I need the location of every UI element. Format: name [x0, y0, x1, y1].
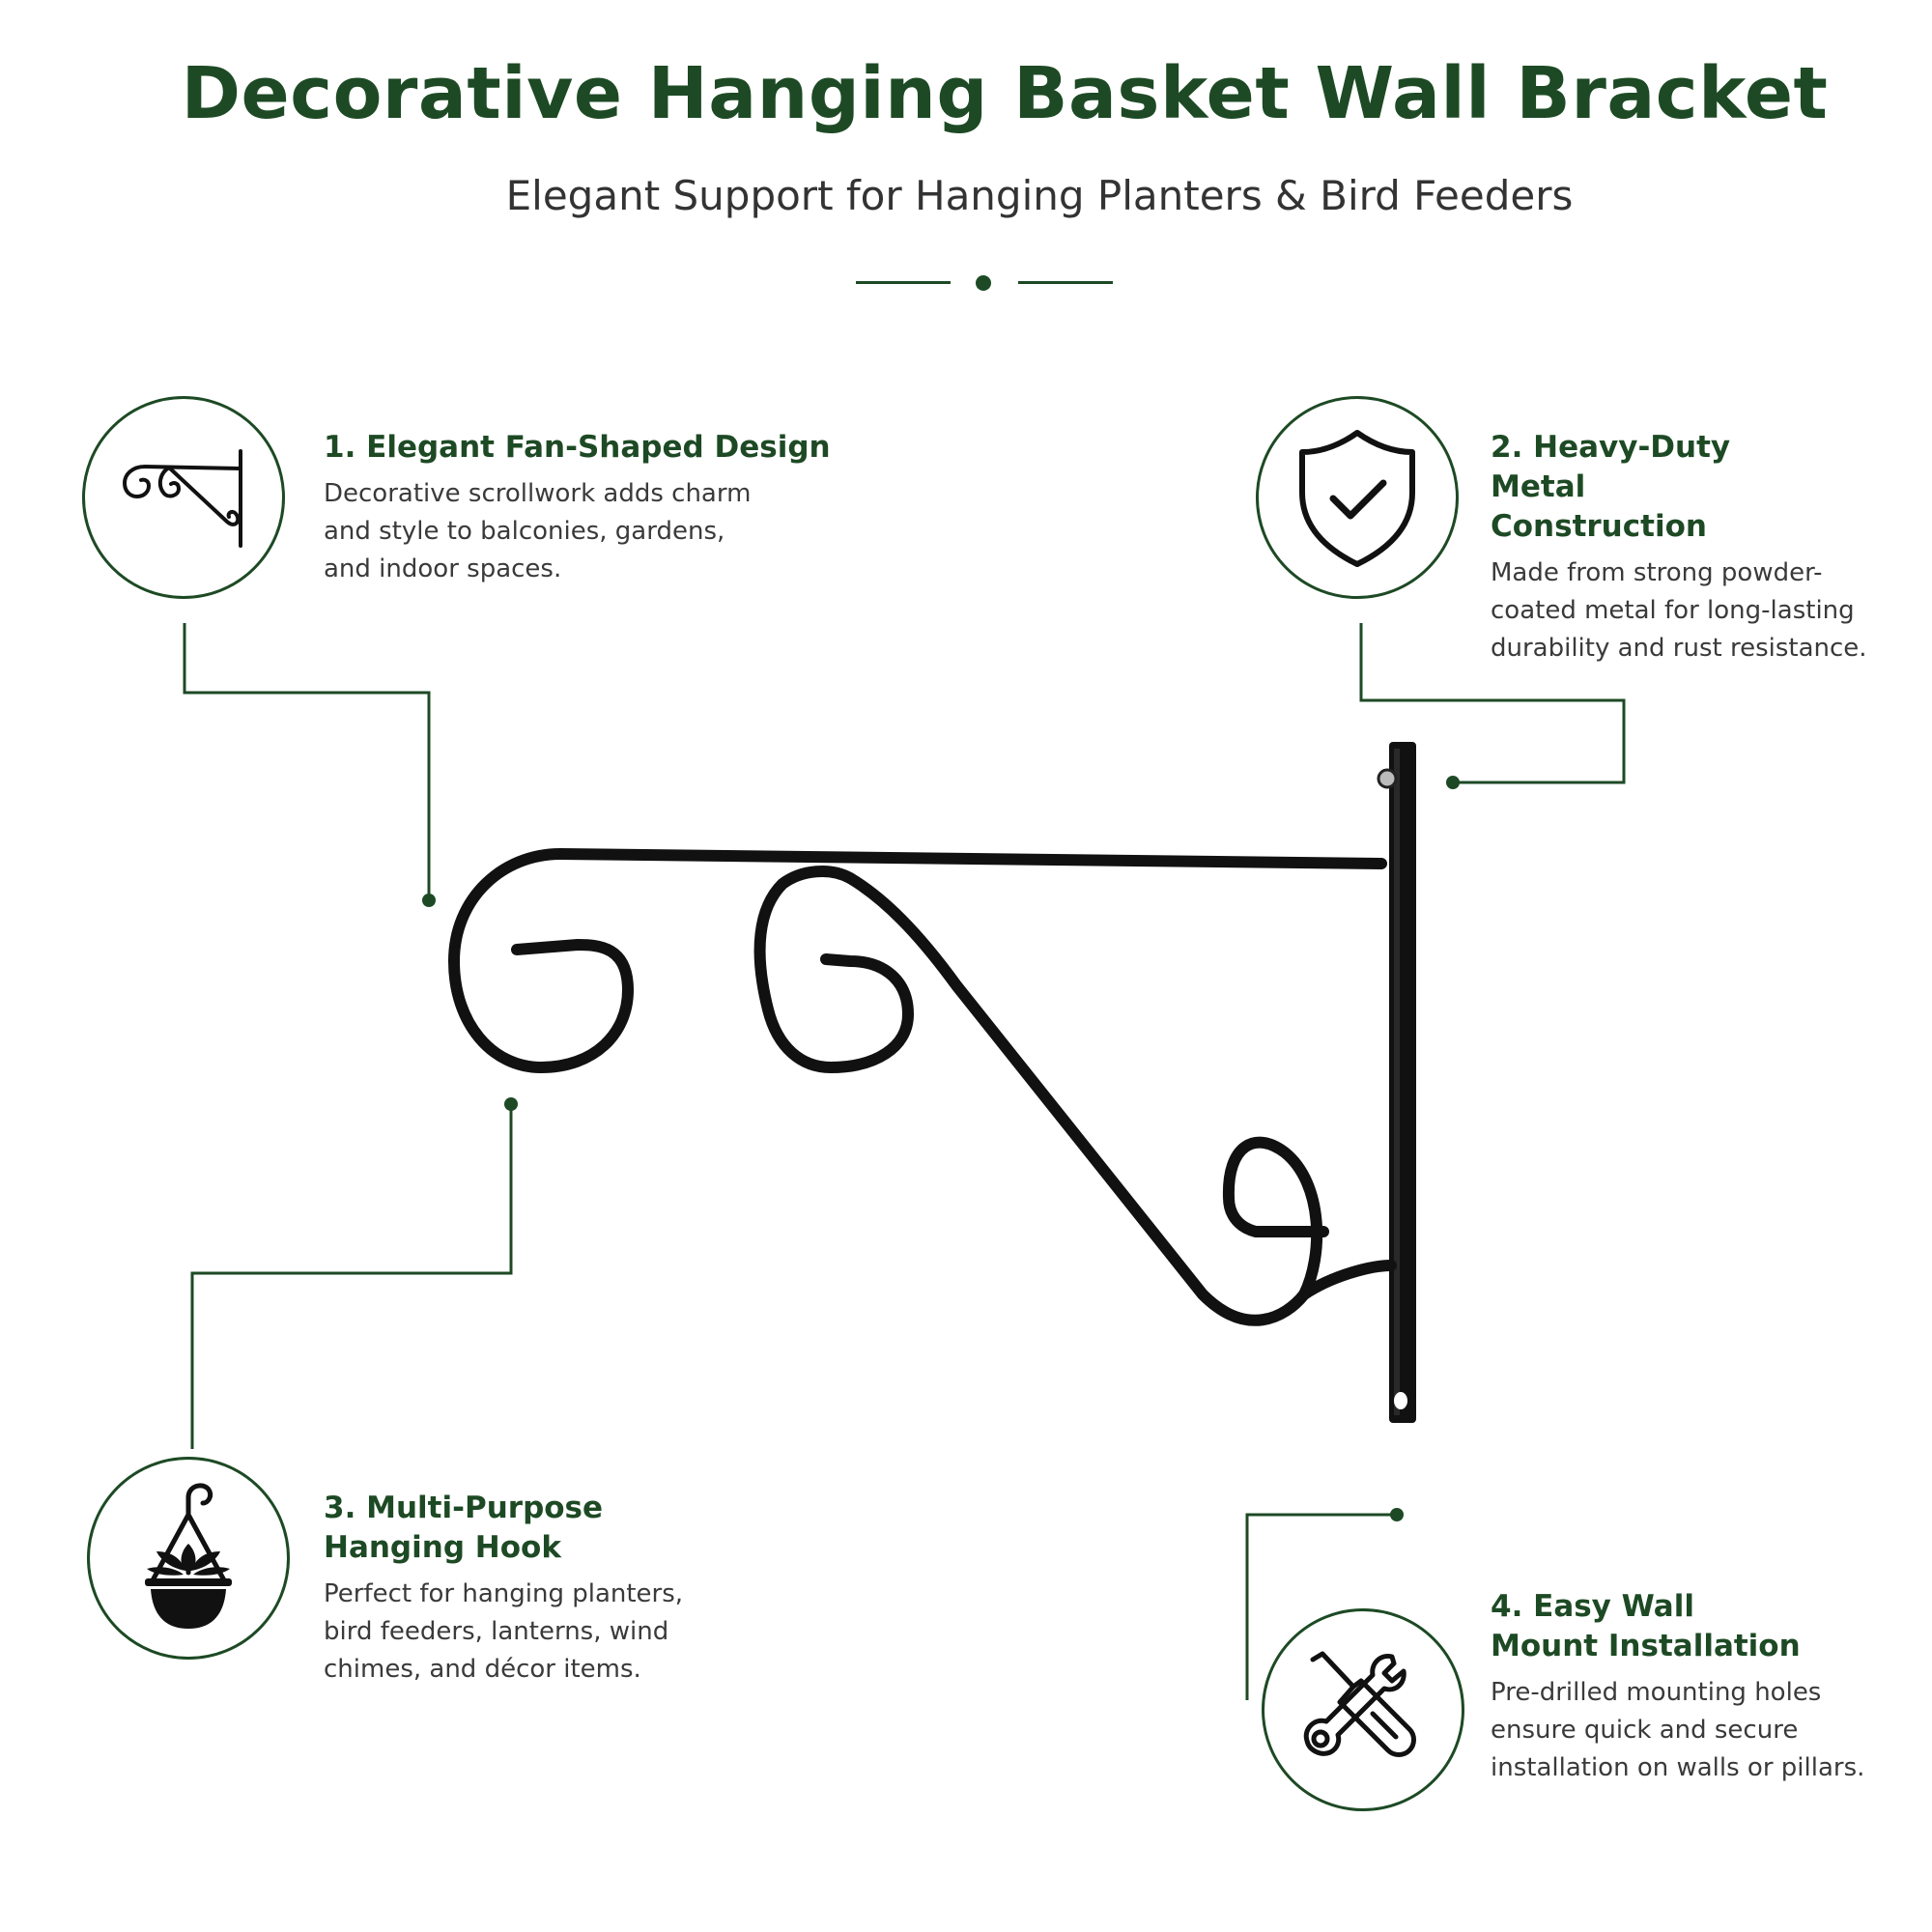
bracket-screw-top	[1377, 768, 1398, 789]
feature-1: 1. Elegant Fan-Shaped Design Decorative …	[324, 428, 865, 588]
connector-dots	[422, 776, 1460, 1521]
bracket-middle-scroll	[753, 866, 914, 1073]
feature-1-description: Decorative scrollwork adds charm and sty…	[324, 479, 752, 583]
hanging-planter-icon	[145, 1483, 232, 1629]
connector-dot-2	[1446, 776, 1460, 789]
feature-4-description: Pre-drilled mounting holes ensure quick …	[1491, 1678, 1865, 1782]
feature-2-icon-circle	[1256, 396, 1459, 599]
bracket-diagonal-brace	[844, 872, 1329, 1326]
feature-3: 3. Multi-Purpose Hanging Hook Perfect fo…	[324, 1489, 807, 1689]
bracket-wall-plate	[1389, 742, 1416, 1423]
feature-4-title: 4. Easy Wall Mount Installation	[1491, 1589, 1801, 1663]
feature-1-title: 1. Elegant Fan-Shaped Design	[324, 430, 831, 465]
connector-dot-1	[422, 894, 436, 907]
connector-dot-3	[504, 1097, 518, 1111]
feature-3-title: 3. Multi-Purpose Hanging Hook	[324, 1491, 604, 1565]
shield-check-icon	[1299, 430, 1415, 567]
connector-2	[1359, 623, 1626, 784]
title-divider	[856, 273, 1113, 291]
feature-1-icon-circle	[82, 396, 285, 599]
feature-4: 4. Easy Wall Mount Installation Pre-dril…	[1491, 1587, 1925, 1787]
bracket-hole-bottom	[1394, 1392, 1407, 1409]
connector-4	[1245, 1513, 1397, 1700]
divider-dot	[976, 275, 991, 291]
feature-4-icon-circle	[1262, 1608, 1464, 1811]
divider-line-left	[856, 281, 951, 284]
connector-dot-4	[1390, 1508, 1404, 1521]
feature-3-icon-circle	[87, 1457, 290, 1660]
feature-2: 2. Heavy-Duty Metal Construction Made fr…	[1491, 428, 1925, 668]
connector-3	[190, 1104, 513, 1449]
feature-3-description: Perfect for hanging planters, bird feede…	[324, 1579, 684, 1684]
bracket-icon	[122, 449, 242, 548]
connector-1	[183, 623, 431, 900]
feature-2-description: Made from strong powder-coated metal for…	[1491, 558, 1867, 663]
tools-icon	[1303, 1651, 1416, 1757]
feature-2-title: 2. Heavy-Duty Metal Construction	[1491, 430, 1731, 544]
wall-bracket-illustration	[448, 742, 1416, 1423]
divider-line-right	[1018, 281, 1113, 284]
connector-lines	[183, 623, 1626, 1700]
page-subtitle: Elegant Support for Hanging Planters & B…	[505, 172, 1574, 219]
page-title: Decorative Hanging Basket Wall Bracket	[181, 52, 1829, 135]
bracket-top-arm	[448, 848, 1387, 1073]
